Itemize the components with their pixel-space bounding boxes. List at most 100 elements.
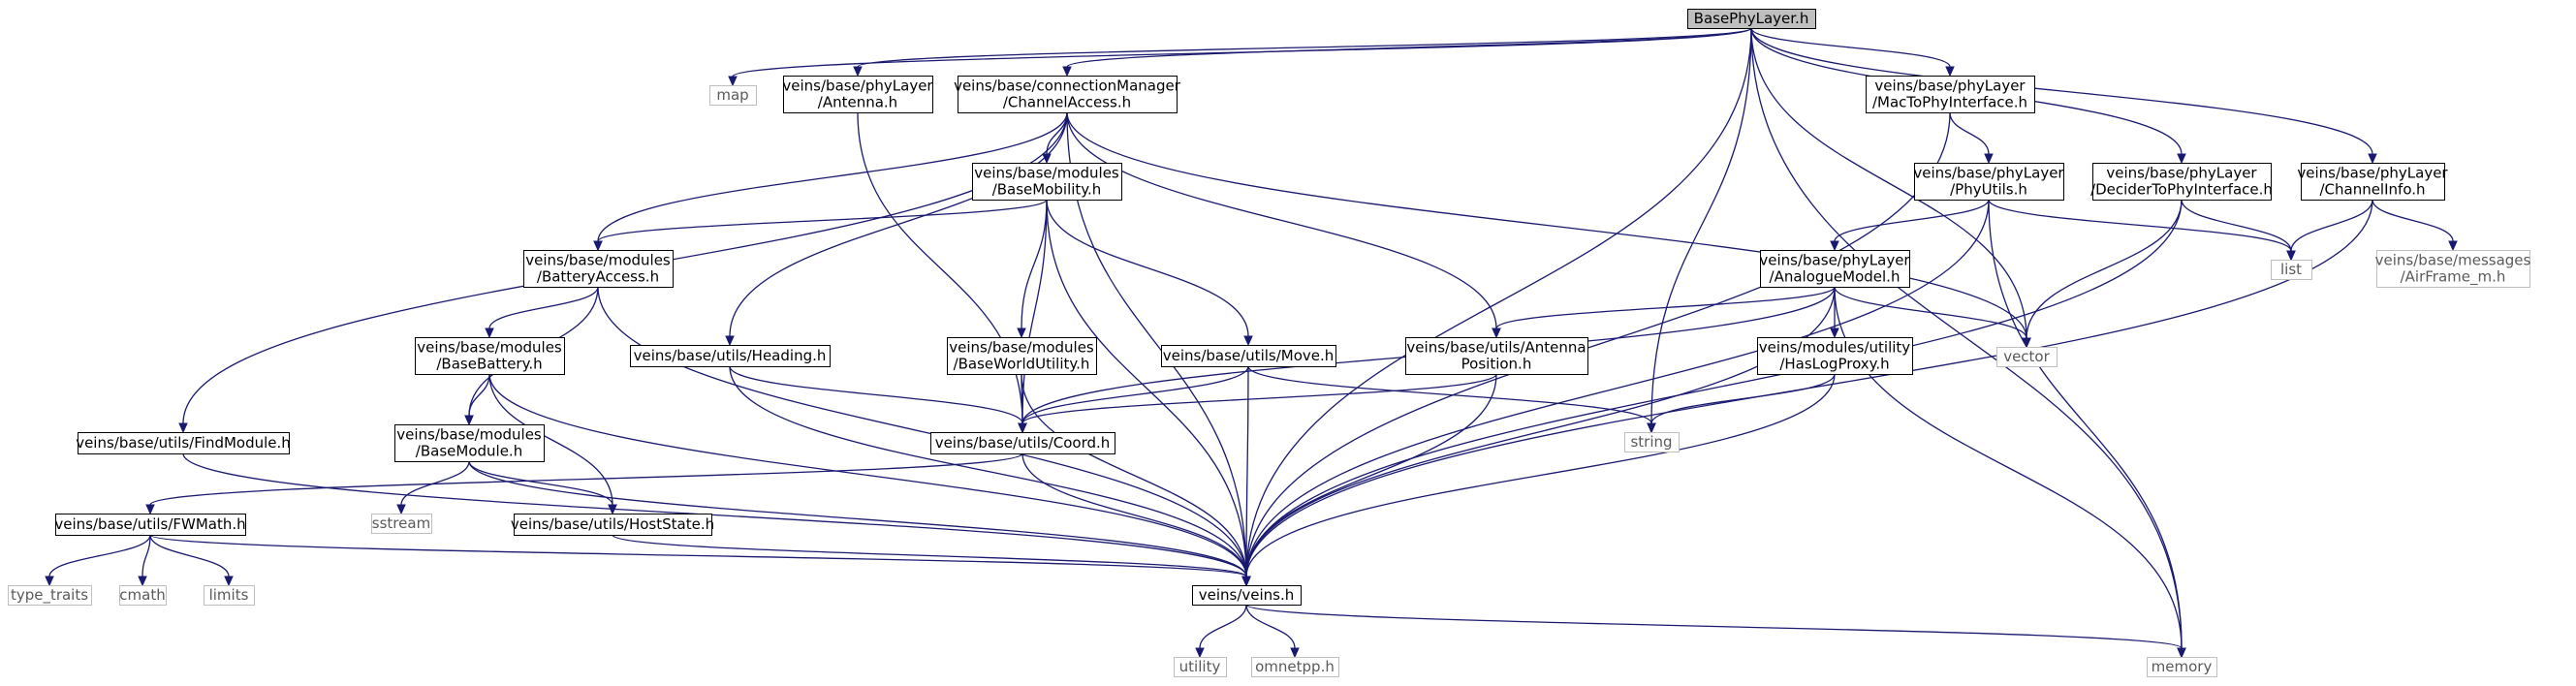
edge-veins-to-memory (1245, 604, 2186, 659)
node-move[interactable]: veins/base/utils/Move.h (1161, 345, 1336, 367)
node-decider[interactable]: veins/base/phyLayer/DeciderToPhyInterfac… (2090, 163, 2273, 201)
edge-line (488, 373, 613, 506)
edge-line (1021, 373, 1497, 424)
edge-arrowhead (1062, 66, 1072, 78)
edge-arrowhead (728, 76, 738, 87)
node-mac2phy[interactable]: veins/base/phyLayer/MacToPhyInterface.h (1866, 76, 2035, 113)
edge-arrowhead (138, 576, 147, 587)
edge-line (1046, 199, 1249, 337)
node-label: veins/base/modules (417, 339, 562, 357)
edge-line (468, 373, 490, 417)
node-label: cmath (119, 586, 165, 604)
edge-move-to-string (1247, 365, 1656, 434)
node-antenna[interactable]: veins/base/phyLayer/Antenna.h (782, 76, 933, 113)
node-phyutils[interactable]: veins/base/phyLayer/PhyUtils.h (1913, 163, 2064, 201)
edge-line (141, 534, 151, 577)
edge-line (182, 452, 1247, 577)
edge-arrowhead (1984, 153, 1994, 165)
edge-line (149, 534, 1247, 577)
node-box (55, 514, 246, 536)
node-label: veins/base/phyLayer (1759, 252, 1910, 269)
edge-basemobility-to-battaccess (593, 199, 1048, 252)
edge-chanaccess-to-vector (1066, 111, 2031, 349)
node-label: veins/base/utils/Move.h (1163, 347, 1335, 364)
edge-arrowhead (1243, 335, 1253, 347)
edge-line (1245, 604, 1296, 649)
node-label: /BaseMobility.h (992, 181, 1102, 199)
edge-battaccess-to-basebattery (485, 286, 599, 339)
edge-basemodule-to-hoststate (468, 460, 617, 515)
edge-arrowhead (2177, 153, 2186, 165)
edge-chanaccess-to-antpos (1066, 111, 1501, 339)
node-veins[interactable]: veins/veins.h (1192, 585, 1302, 606)
edge-line (2026, 199, 2183, 339)
edge-arrowhead (593, 240, 603, 252)
edge-line (1988, 199, 2292, 252)
node-label: veins/base/phyLayer (782, 78, 933, 95)
node-box (394, 424, 545, 462)
node-label: /AnalogueModel.h (1770, 268, 1901, 286)
node-analogue[interactable]: veins/base/phyLayer/AnalogueModel.h (1759, 250, 1910, 288)
edge-fwmath-to-veins (149, 534, 1251, 587)
edges-layer (45, 27, 2458, 659)
node-haslog[interactable]: veins/modules/utility/HasLogProxy.h (1757, 337, 1913, 375)
edge-arrowhead (224, 576, 234, 587)
node-label: veins/base/utils/HostState.h (511, 515, 714, 533)
node-battaccess[interactable]: veins/base/modules/BatteryAccess.h (523, 250, 674, 288)
node-worldutil[interactable]: veins/base/modules/BaseWorldUtility.h (947, 337, 1097, 375)
node-box (947, 337, 1097, 375)
edge-arrowhead (485, 327, 494, 339)
edge-line (1949, 111, 1990, 155)
edge-line (1245, 27, 1752, 577)
node-findmodule[interactable]: veins/base/utils/FindModule.h (76, 432, 291, 454)
node-heading[interactable]: veins/base/utils/Heading.h (630, 345, 831, 367)
node-coord[interactable]: veins/base/utils/Coord.h (930, 432, 1115, 454)
edge-arrowhead (1195, 647, 1205, 659)
edge-line (857, 27, 1752, 68)
node-basemobility[interactable]: veins/base/modules/BaseMobility.h (972, 163, 1122, 201)
node-box (371, 514, 432, 534)
edge-arrowhead (145, 504, 155, 515)
node-label: utility (1179, 658, 1221, 675)
node-fwmath[interactable]: veins/base/utils/FWMath.h (54, 514, 246, 536)
edge-line (1021, 365, 1249, 424)
node-box (514, 514, 712, 536)
edge-line (1021, 199, 1048, 329)
edge-arrowhead (2448, 240, 2458, 252)
edge-chanaccess-to-heading (725, 111, 1068, 347)
node-chaninfo[interactable]: veins/base/phyLayer/ChannelInfo.h (2297, 163, 2448, 201)
edge-line (149, 534, 230, 577)
edge-line (1245, 604, 2183, 649)
edge-mac2phy-to-phyutils (1949, 111, 1994, 165)
edge-coord-to-veins (1021, 452, 1251, 587)
node-hoststate[interactable]: veins/base/utils/HostState.h (511, 514, 714, 536)
node-list: list (2271, 260, 2312, 280)
edge-line (149, 452, 1023, 506)
edge-heading-to-veins (729, 365, 1251, 587)
node-label: veins/base/modules (949, 339, 1094, 357)
edge-line (1245, 199, 1990, 577)
edge-root-to-antenna (853, 27, 1752, 78)
edge-line (597, 111, 1068, 242)
node-chanaccess[interactable]: veins/base/connectionManager/ChannelAcce… (954, 76, 1181, 113)
edge-battaccess-to-veins (597, 286, 1251, 587)
node-limits: limits (204, 585, 255, 606)
node-box (415, 337, 565, 375)
node-box (1405, 337, 1588, 375)
node-box (1996, 347, 2058, 367)
node-box (930, 432, 1115, 454)
edge-basemobility-to-move (1046, 199, 1253, 347)
node-box (709, 85, 757, 106)
edge-basemobility-to-veins (1046, 199, 1251, 587)
node-label: omnetpp.h (1255, 658, 1335, 675)
node-root[interactable]: BasePhyLayer.h (1687, 9, 1816, 29)
node-box (1161, 345, 1336, 367)
node-basemodule[interactable]: veins/base/modules/BaseModule.h (394, 424, 545, 462)
edge-line (468, 460, 1247, 577)
edge-decider-to-veins (1241, 199, 2183, 587)
edge-arrowhead (464, 415, 474, 426)
edge-line (1245, 373, 1836, 577)
node-basebattery[interactable]: veins/base/modules/BaseBattery.h (415, 337, 565, 375)
node-box (8, 585, 92, 606)
